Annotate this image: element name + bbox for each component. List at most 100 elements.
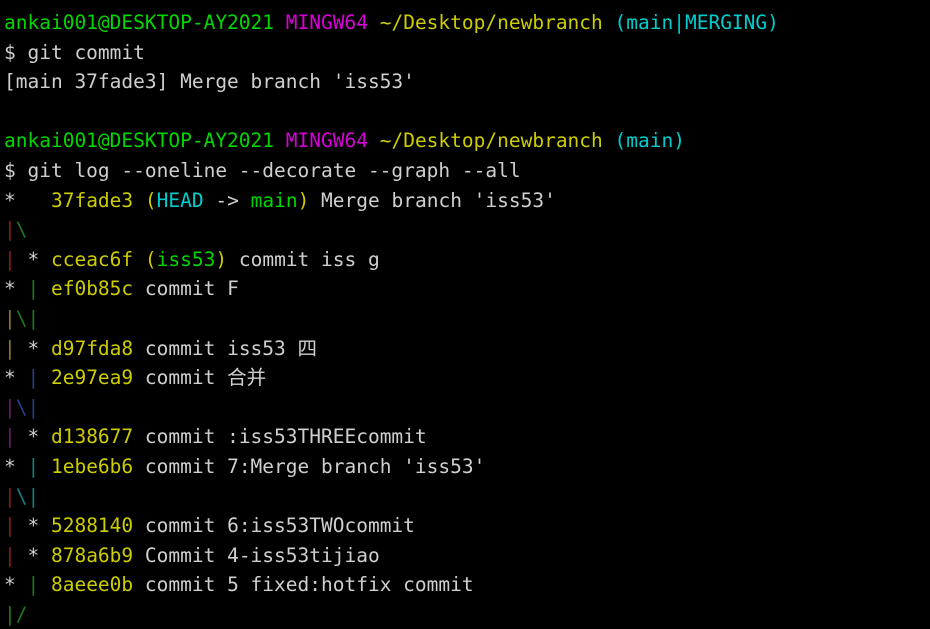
text-segment: \ <box>15 218 28 242</box>
text-segment <box>368 11 380 34</box>
text-segment: d97fda8 <box>50 336 134 360</box>
text-segment: commit 6:iss53TWOcommit <box>133 514 415 538</box>
text-segment: Merge branch 'iss53' <box>309 188 556 212</box>
terminal-line-log-37fade3: * 37fade3 (HEAD -> main) Merge branch 'i… <box>4 186 930 216</box>
text-segment: * <box>27 336 51 360</box>
text-segment: * <box>27 425 51 449</box>
terminal-line-log-1ebe6b6: * | 1ebe6b6 commit 7:Merge branch 'iss53… <box>4 452 930 482</box>
terminal-line-log-d138677: | * d138677 commit :iss53THREEcommit <box>4 422 930 452</box>
text-segment <box>133 189 145 212</box>
text-segment: | <box>4 514 28 538</box>
text-segment: \ <box>15 395 28 419</box>
terminal-line-log-d97fda8: | * d97fda8 commit iss53 四 <box>4 334 930 364</box>
text-segment: -> <box>203 188 251 212</box>
text-segment: | <box>4 484 16 508</box>
text-segment: MINGW64 <box>285 11 368 34</box>
text-segment <box>4 100 16 123</box>
terminal-line-output-commit-result: [main 37fade3] Merge branch 'iss53' <box>4 67 930 97</box>
text-segment: ~/Desktop/newbranch <box>379 11 603 34</box>
text-segment: | <box>27 277 51 301</box>
text-segment: * <box>4 573 28 597</box>
terminal-line-log-8aeee0b: * | 8aeee0b commit 5 fixed:hotfix commit <box>4 570 930 600</box>
text-segment: $ git log --oneline --decorate --graph -… <box>4 158 521 182</box>
text-segment: d138677 <box>50 425 134 449</box>
terminal-line-graph-split-3: |\| <box>4 393 930 423</box>
text-segment: commit :iss53THREEcommit <box>133 425 427 449</box>
text-segment: \ <box>15 306 28 330</box>
text-segment: 1ebe6b6 <box>50 454 134 478</box>
text-segment: MINGW64 <box>285 129 368 153</box>
text-segment: main <box>250 188 298 212</box>
terminal-line-command-1: $ git commit <box>4 38 930 68</box>
text-segment <box>133 248 145 271</box>
text-segment: ~/Desktop/newbranch <box>379 129 603 153</box>
text-segment: Commit 4-iss53tijiao <box>133 543 380 567</box>
terminal-line-prompt-1: ankai001@DESKTOP-AY2021 MINGW64 ~/Deskto… <box>4 8 930 38</box>
text-segment <box>274 11 286 34</box>
text-segment: 878a6b9 <box>50 543 134 567</box>
text-segment: iss53 <box>156 247 216 271</box>
text-segment: (main|MERGING) <box>614 11 779 34</box>
terminal-line-log-5288140: | * 5288140 commit 6:iss53TWOcommit <box>4 511 930 541</box>
terminal-line-log-cceac6f: | * cceac6f (iss53) commit iss g <box>4 245 930 275</box>
text-segment: | <box>4 395 16 419</box>
text-segment: * <box>27 543 51 567</box>
terminal-line-log-878a6b9: | * 878a6b9 Commit 4-iss53tijiao <box>4 541 930 571</box>
text-segment <box>603 11 615 34</box>
text-segment: cceac6f <box>50 247 134 271</box>
terminal-line-blank-1 <box>4 97 930 127</box>
text-segment: / <box>15 602 28 626</box>
text-segment: \ <box>15 484 28 508</box>
text-segment: 2e97ea9 <box>50 366 134 390</box>
text-segment: commit iss53 四 <box>133 336 318 360</box>
terminal-line-log-2e97ea9: * | 2e97ea9 commit 合并 <box>4 363 930 393</box>
text-segment: commit 合并 <box>133 366 267 390</box>
text-segment: ankai001@DESKTOP-AY2021 <box>4 11 275 34</box>
text-segment: | <box>4 306 16 330</box>
text-segment: * <box>27 514 51 538</box>
text-segment: 5288140 <box>50 514 134 538</box>
text-segment: | <box>27 306 40 330</box>
text-segment: * <box>4 366 28 390</box>
text-segment: | <box>4 425 28 449</box>
text-segment: ( <box>144 188 157 212</box>
text-segment: commit 7:Merge branch 'iss53' <box>133 454 486 478</box>
text-segment: commit iss g <box>227 247 380 271</box>
text-segment: | <box>4 218 16 242</box>
terminal-line-graph-split-2: |\| <box>4 304 930 334</box>
text-segment: HEAD <box>156 188 204 212</box>
terminal-line-graph-split-4: |\| <box>4 482 930 512</box>
text-segment: | <box>27 366 51 390</box>
text-segment: | <box>4 543 28 567</box>
text-segment: | <box>4 602 16 626</box>
text-segment: $ git commit <box>4 40 145 64</box>
text-segment: 37fade3 <box>50 188 134 212</box>
text-segment: | <box>4 336 28 360</box>
text-segment: ankai001@DESKTOP-AY2021 <box>4 129 275 153</box>
text-segment: ) <box>215 247 228 271</box>
terminal-line-graph-merge-1: |/ <box>4 600 930 629</box>
text-segment: * <box>4 277 28 301</box>
text-segment: * <box>27 247 51 271</box>
text-segment <box>368 129 380 152</box>
text-segment: | <box>27 573 51 597</box>
terminal-line-command-2: $ git log --oneline --decorate --graph -… <box>4 156 930 186</box>
text-segment: (main) <box>614 129 685 153</box>
text-segment: | <box>27 395 40 419</box>
text-segment: * <box>4 188 51 212</box>
text-segment: 8aeee0b <box>50 573 134 597</box>
text-segment: commit 5 fixed:hotfix commit <box>133 573 474 597</box>
text-segment: | <box>27 484 40 508</box>
text-segment: | <box>4 247 28 271</box>
text-segment: ef0b85c <box>50 277 134 301</box>
text-segment: | <box>27 454 51 478</box>
text-segment: [main 37fade3] Merge branch 'iss53' <box>4 70 415 94</box>
text-segment: ) <box>297 188 310 212</box>
text-segment: * <box>4 454 28 478</box>
text-segment: ( <box>144 247 157 271</box>
text-segment <box>274 129 286 152</box>
terminal-line-log-ef0b85c: * | ef0b85c commit F <box>4 274 930 304</box>
terminal-line-graph-split-1: |\ <box>4 215 930 245</box>
text-segment: commit F <box>133 277 239 301</box>
